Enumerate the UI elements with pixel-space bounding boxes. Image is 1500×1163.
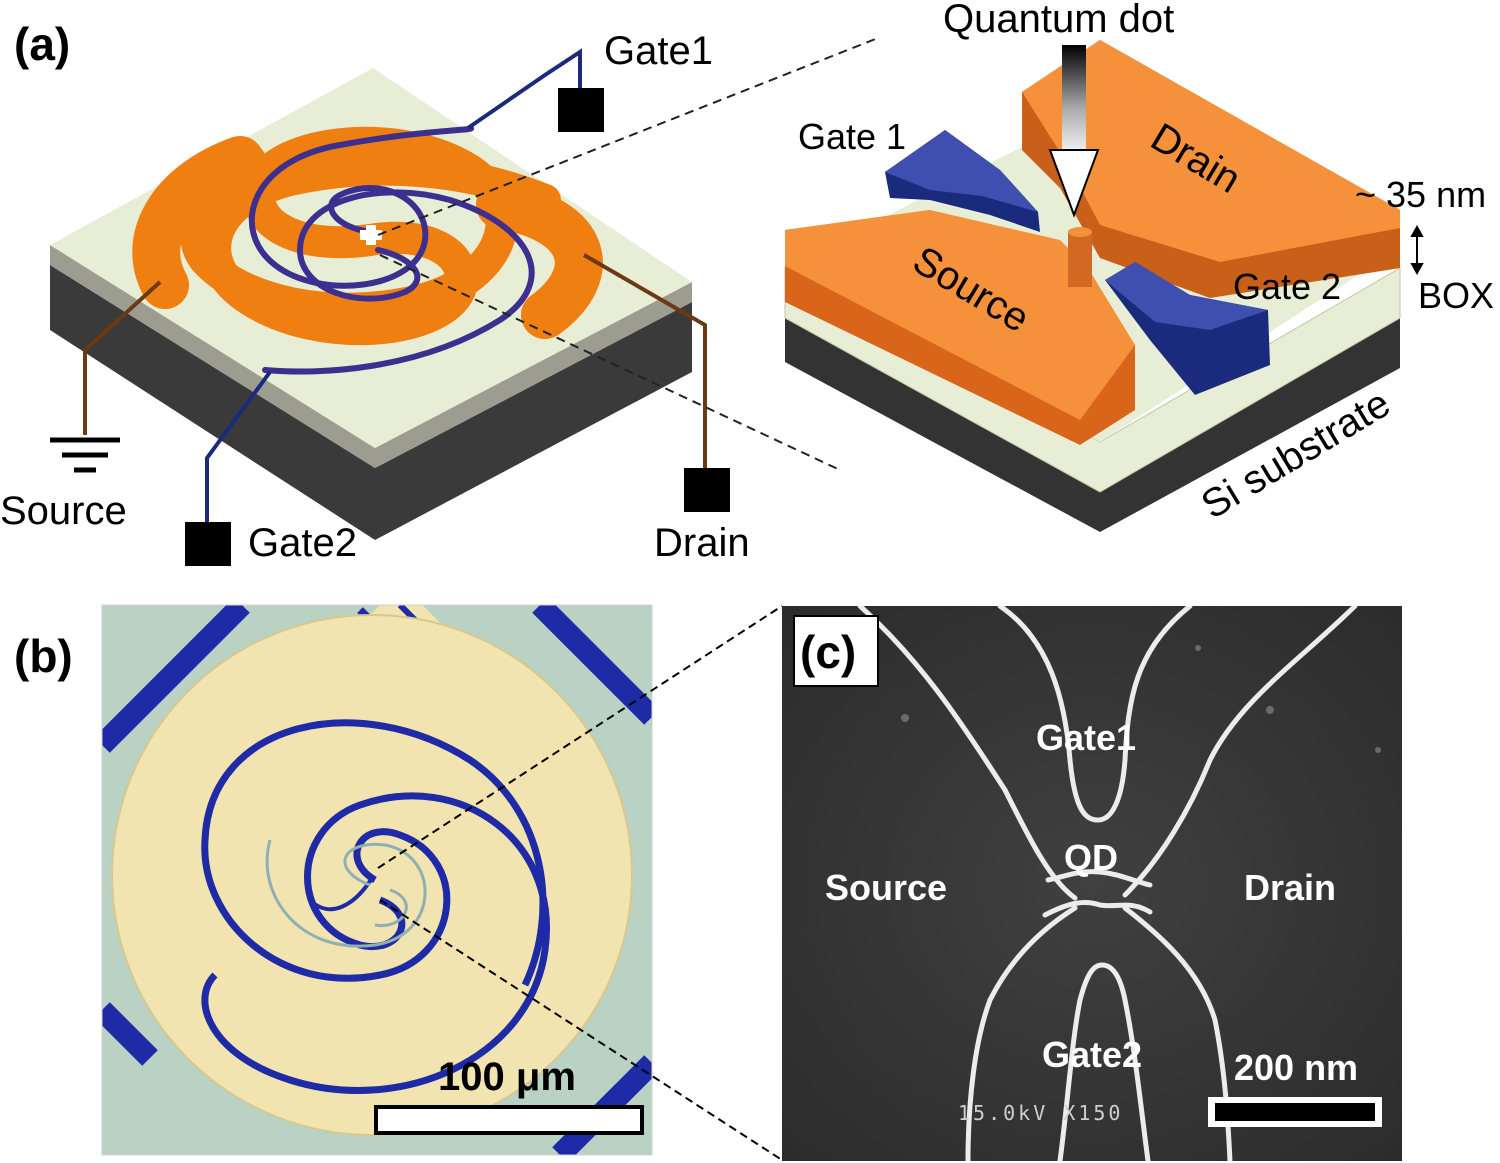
wires: [83, 48, 707, 530]
panel-b-scale-text: 100 μm: [438, 1055, 576, 1099]
device-label-quantum-dot: Quantum dot: [943, 0, 1174, 41]
center-cross: [360, 225, 382, 245]
panel-b-scale-bar: [374, 1105, 644, 1135]
zoom-lines-a: [377, 37, 879, 471]
optical-spiral-edges: [265, 839, 427, 948]
chip-box-layer: [50, 245, 692, 468]
panel-c-scale-bar: [1215, 1103, 1375, 1121]
spiral-electrodes: [132, 126, 603, 346]
gate2-pad: [185, 522, 231, 566]
chip-label-gate2: Gate2: [248, 521, 357, 565]
device-label-gate2: Gate 2: [1233, 266, 1341, 307]
device-label-gate1: Gate 1: [798, 116, 906, 157]
device-drain: [1022, 40, 1400, 298]
device-source: [785, 210, 1135, 445]
panel-c-sem: [782, 606, 1402, 1161]
chip-silicon-base: [50, 265, 692, 540]
sem-label-source: Source: [825, 867, 947, 908]
device-gate-2: [1105, 262, 1270, 395]
panel-b-frame: [101, 604, 653, 1156]
chip-label-drain: Drain: [654, 521, 750, 565]
chip-label-gate1: Gate1: [604, 29, 713, 73]
quantum-dot-arrow: [1048, 45, 1100, 218]
ground-symbol: [50, 437, 120, 473]
device-qd-pillar: [1068, 232, 1092, 287]
panel-b-label: (b): [14, 630, 73, 682]
chip-label-source: Source: [0, 489, 127, 533]
device-label-box: BOX: [1418, 275, 1494, 316]
sem-label-drain: Drain: [1244, 867, 1336, 908]
sem-label-qd: QD: [1064, 837, 1118, 878]
panel-a-chip: [50, 48, 730, 566]
sem-label-gate2: Gate2: [1042, 1034, 1142, 1075]
device-si-substrate: [785, 318, 1400, 532]
device-gate-1: [885, 130, 1040, 232]
zoom-lines-b: [377, 605, 783, 1161]
panel-a-label: (a): [14, 18, 70, 70]
gate1-pad: [558, 88, 604, 132]
source-pad: [132, 136, 264, 309]
panel-c-label: (c): [800, 626, 856, 678]
optical-spiral-gates: [201, 719, 550, 1094]
sem-speckles: [901, 645, 1381, 753]
panel-a-device: [784, 40, 1424, 532]
panel-c-scale-text: 200 nm: [1234, 1047, 1358, 1088]
thickness-arrow: [1410, 224, 1424, 276]
panel-c-label-box: [793, 615, 879, 687]
device-label-thickness: ~ 35 nm: [1355, 174, 1486, 215]
spiral-gates: [248, 125, 535, 375]
sem-label-gate1: Gate1: [1036, 717, 1136, 758]
drain-pad-terminal: [684, 468, 730, 512]
drain-pad: [476, 181, 603, 339]
sem-meta-text: 15.0kV X150: [958, 1101, 1123, 1125]
device-qd-top: [1068, 227, 1092, 237]
sem-edges: [857, 606, 1358, 1161]
